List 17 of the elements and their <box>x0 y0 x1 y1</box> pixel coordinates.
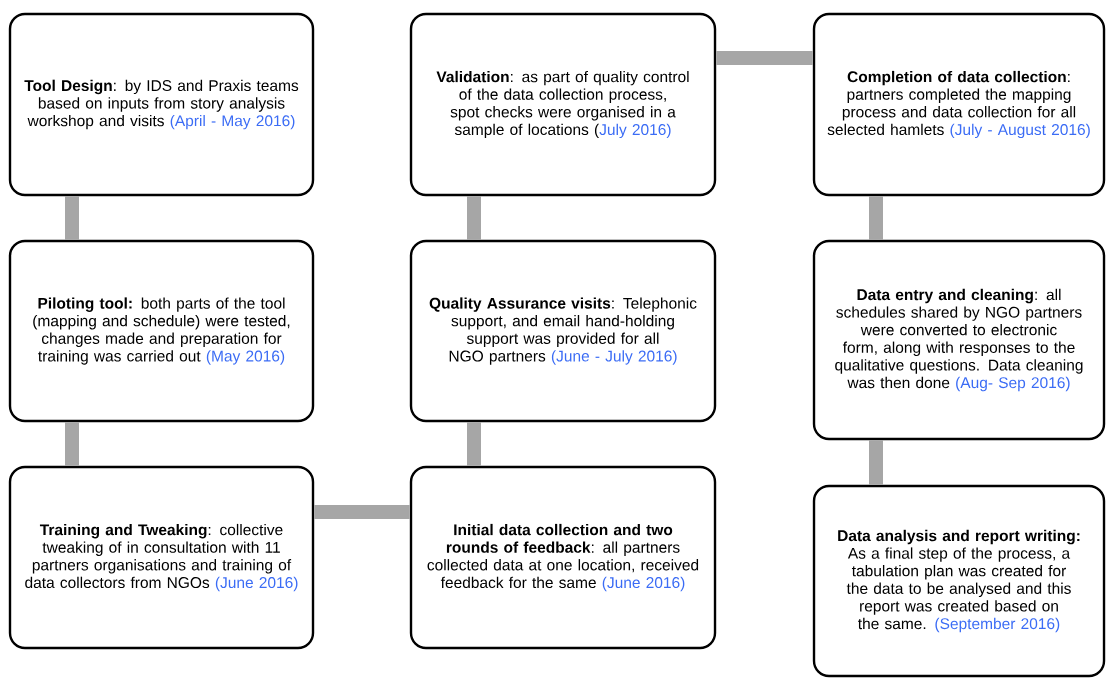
connector-bar <box>467 196 481 240</box>
process-box: Quality Assurance visits: Telephonic support, and email hand-holding support was provided for all NGO partners (June - July 2016) <box>409 239 717 423</box>
process-box: Training and Tweaking: collective tweaking of in consultation with 11 partners organisations and training of data collectors from NGOs (June 2016) <box>8 465 315 650</box>
process-box: Completion of data collection: partners completed the mapping process and data collection for all selected hamlets (July - August 2016) <box>812 12 1106 197</box>
process-box: Validation: as part of quality control of the data collection process, spot checks were organised in a sample of locations (July 2016) <box>409 12 717 197</box>
process-box: Tool Design: by IDS and Praxis teams based on inputs from story analysis workshop and visits (April - May 2016) <box>8 12 315 197</box>
process-box: Piloting tool: both parts of the tool (mapping and schedule) were tested, changes made and preparation for training was carried out (May 2016) <box>8 239 315 423</box>
connector-bar <box>65 196 79 240</box>
connector-bar <box>716 51 813 65</box>
process-box: Data entry and cleaning: all schedules shared by NGO partners were converted to electronic form, along with responses to the qualitative questions. Data cleaning was then done (Aug- Sep 2016) <box>812 239 1106 441</box>
connector-bar <box>314 505 410 519</box>
process-box: Data analysis and report writing: As a final step of the process, a tabulation plan was created for the data to be analysed and this report was created based on the same. (September 2016) <box>812 484 1106 678</box>
connector-bar <box>65 422 79 466</box>
connector-bar <box>467 422 481 466</box>
connector-bar <box>869 440 883 485</box>
connector-bar <box>869 196 883 240</box>
process-box: Initial data collection and two rounds of feedback: all partners collected data at one location, received feedback for the same (June 2016) <box>409 465 717 650</box>
